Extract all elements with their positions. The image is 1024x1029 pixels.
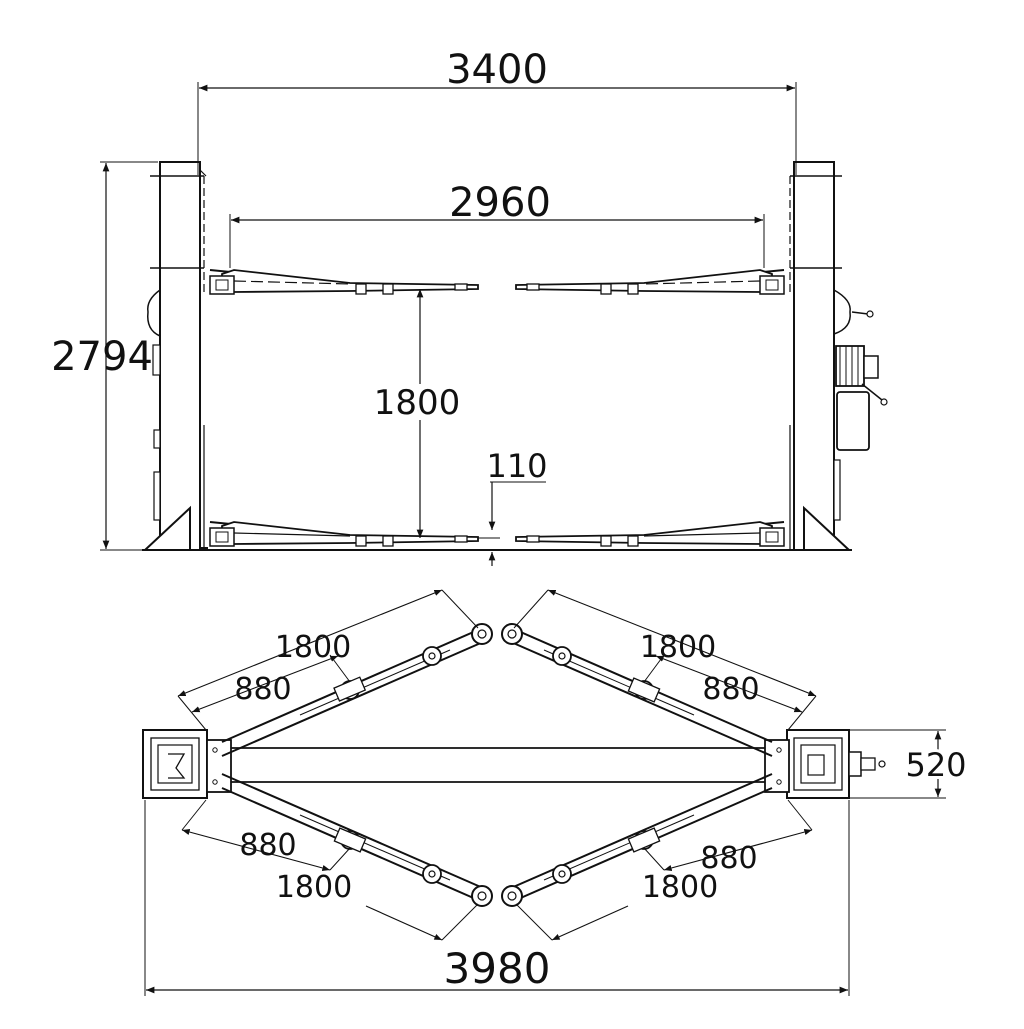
label-arm-long-top-right: 1800 xyxy=(640,630,716,665)
left-post xyxy=(142,161,208,551)
top-view: 1800 880 1800 880 880 1800 xyxy=(142,589,970,996)
left-lower-arm xyxy=(209,521,479,547)
label-overall-width: 3400 xyxy=(446,47,548,93)
label-arm-long-bottom-right: 1800 xyxy=(642,870,718,905)
dimension-overall-width: 3400 xyxy=(197,47,797,175)
left-upper-arm xyxy=(209,269,479,295)
right-post xyxy=(789,161,874,551)
left-post-base xyxy=(142,729,232,799)
dimension-arm-top-left: 1800 880 xyxy=(177,589,479,731)
right-post-base xyxy=(764,729,886,799)
arm-bottom-right xyxy=(501,773,773,907)
right-lower-arm xyxy=(515,521,785,547)
power-unit xyxy=(835,345,888,451)
front-view: 3400 2960 2794 1800 110 xyxy=(51,47,888,566)
label-arm-short-top-right: 880 xyxy=(702,672,759,707)
dimension-post-depth: 520 xyxy=(850,729,970,799)
label-post-depth: 520 xyxy=(905,746,966,784)
label-arm-short-bottom-right: 880 xyxy=(700,841,757,876)
label-arm-short-bottom-left: 880 xyxy=(239,828,296,863)
arm-bottom-left xyxy=(221,773,493,907)
dimension-pad-height: 110 xyxy=(478,447,548,566)
label-arm-long-bottom-left: 1800 xyxy=(276,870,352,905)
label-arm-long-top-left: 1800 xyxy=(275,630,351,665)
label-arm-span: 2960 xyxy=(449,180,551,226)
dimension-arm-top-right: 1800 880 xyxy=(513,589,817,731)
right-upper-arm xyxy=(515,269,785,295)
dimension-height: 2794 xyxy=(51,161,158,551)
label-pad-height: 110 xyxy=(486,447,547,485)
dimension-arm-bottom-left: 880 1800 xyxy=(181,799,479,941)
dimension-overall-length: 3980 xyxy=(144,800,850,996)
label-height: 2794 xyxy=(51,334,153,380)
label-arm-short-top-left: 880 xyxy=(234,672,291,707)
label-arm-length-vertical: 1800 xyxy=(374,383,461,423)
dimension-arm-length-vertical: 1800 xyxy=(374,289,461,538)
dimension-arm-span: 2960 xyxy=(229,180,765,268)
dimension-arm-bottom-right: 880 1800 xyxy=(515,799,813,941)
label-overall-length: 3980 xyxy=(444,944,551,993)
